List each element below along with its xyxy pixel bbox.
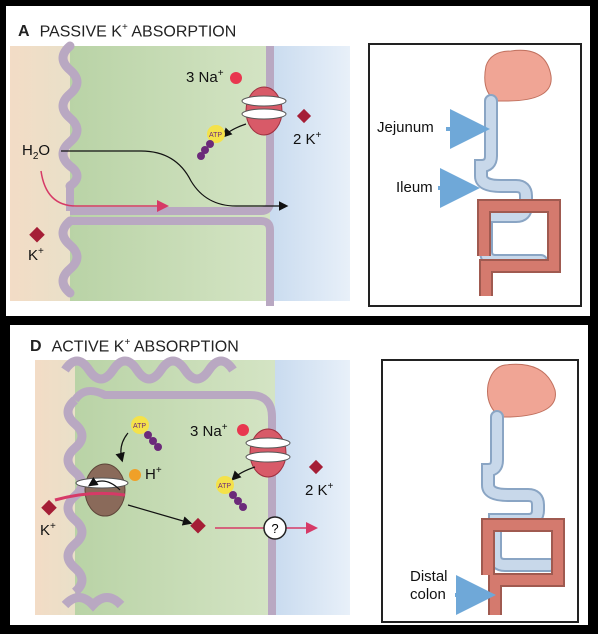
panel-a-title-sup: +	[121, 22, 128, 33]
apical-membrane-lower	[58, 216, 82, 298]
k-label-lumen: K+	[28, 246, 44, 264]
water-o: O	[38, 142, 51, 159]
na-count: 3 Na	[186, 69, 218, 86]
water-sub: 2	[32, 151, 39, 162]
atp-molecule-d	[216, 476, 247, 511]
panel-a-title: A PASSIVE K+ ABSORPTION	[18, 22, 236, 41]
k-label-basolateral: 2 K+	[293, 130, 321, 148]
k-label-basolateral-d: 2 K+	[305, 481, 333, 499]
water-flow-arrow	[61, 150, 289, 211]
na-ion	[230, 72, 242, 84]
na-k-pump	[241, 86, 287, 136]
lumen-region-d	[35, 360, 75, 615]
colon	[479, 201, 559, 296]
cell-cytoplasm	[70, 46, 270, 301]
panel-a-title-rest: ABSORPTION	[127, 23, 237, 41]
na-sup: +	[217, 68, 224, 79]
apical-membrane-upper	[58, 41, 82, 191]
k-sup: +	[315, 130, 322, 141]
panel-d-title: D ACTIVE K+ ABSORPTION	[30, 337, 239, 356]
na-count-d: 3 Na	[190, 423, 222, 440]
na-label: 3 Na+	[186, 68, 224, 86]
na-k-pump-d	[245, 428, 291, 478]
panel-a-letter: A	[18, 23, 30, 41]
panel-d-title-sup: +	[124, 337, 131, 348]
panel-d-diagram: ATP ATP ?	[35, 356, 579, 623]
k-label-lumen-d: K+	[40, 521, 56, 539]
stomach	[484, 49, 552, 102]
na-ion-d	[237, 424, 249, 436]
k-entry-arrow	[54, 491, 126, 502]
h-label: H+	[145, 465, 162, 483]
k-left-sup-d: +	[50, 521, 56, 532]
blood-side-region	[270, 46, 350, 301]
k-left-d: K	[40, 522, 51, 539]
atp-molecule	[197, 125, 225, 160]
na-sup-d: +	[221, 422, 228, 433]
h-flow-arrow	[88, 477, 121, 491]
k-left: K	[28, 247, 39, 264]
k-count: 2 K	[293, 131, 316, 148]
lateral-membrane-lower	[70, 217, 274, 306]
panel-a-title-text: PASSIVE K	[39, 23, 122, 41]
distal-colon-line1: Distal	[410, 568, 448, 585]
atp-label: ATP	[209, 132, 222, 139]
k-ion-lumen-d	[41, 499, 57, 516]
small-intestine-d	[483, 412, 555, 570]
blood-side-region-d	[275, 360, 350, 615]
intestine-illustration-d	[481, 363, 565, 615]
k-diffuse-arrow	[127, 504, 193, 526]
h-ion	[129, 469, 141, 481]
panel-d-title-text: ACTIVE K	[51, 338, 125, 356]
unknown-channel-mark: ?	[271, 521, 278, 536]
water-h: H	[22, 142, 33, 159]
k-flow-arrow	[40, 170, 169, 212]
lateral-membrane-d	[71, 387, 276, 615]
k-ion-lumen	[29, 226, 45, 243]
panel-d-title-rest: ABSORPTION	[130, 338, 239, 356]
lumen-region	[10, 46, 70, 301]
atp-arrow	[222, 123, 247, 138]
unknown-channel	[263, 516, 287, 540]
lateral-membrane-upper	[66, 46, 274, 215]
k-ion-basolateral	[296, 108, 312, 124]
h-sup: +	[155, 465, 162, 476]
panel-d: ATP ATP ?	[10, 325, 588, 625]
k-count-d: 2 K	[305, 482, 328, 499]
atp-molecule-apical	[131, 416, 162, 451]
atp-label-apical: ATP	[133, 423, 146, 430]
top-membrane	[61, 356, 237, 384]
h-text: H	[145, 466, 156, 483]
ileum-label: Ileum	[396, 179, 433, 196]
k-left-sup: +	[38, 246, 44, 257]
distal-colon-line2: colon	[410, 586, 446, 603]
na-label-d: 3 Na+	[190, 422, 228, 440]
k-ion-basolateral-d	[308, 459, 324, 475]
stomach-d	[487, 363, 556, 418]
water-label: H2O	[22, 142, 50, 162]
intestine-illustration-a	[474, 49, 561, 296]
panel-a-diagram: ATP	[10, 41, 582, 307]
distal-colon-label: Distal colon	[410, 568, 448, 604]
jejunum-label: Jejunum	[377, 119, 434, 136]
atp-arrow-d	[231, 466, 256, 481]
atp-arrow-apical	[115, 432, 129, 463]
k-sup-d: +	[327, 481, 334, 492]
bottom-membrane	[61, 593, 125, 612]
atp-label-d: ATP	[218, 483, 231, 490]
panel-d-letter: D	[30, 338, 42, 356]
